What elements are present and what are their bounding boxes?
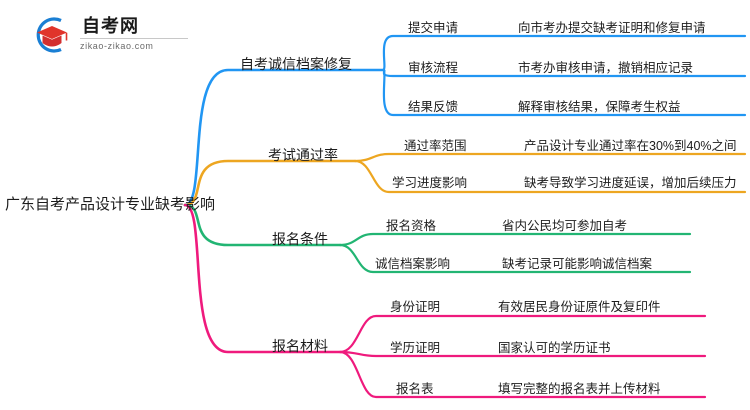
- graduation-cap-icon: [36, 17, 68, 53]
- branch-curve-3: [183, 203, 342, 354]
- sub-node-title-3-1: 学历证明: [390, 341, 441, 355]
- root-node-label: 广东自考产品设计专业缺考影响: [5, 196, 216, 213]
- sub-node-title-0-0: 提交申请: [408, 21, 459, 35]
- sub-node-desc-1-0: 产品设计专业通过率在30%到40%之间: [524, 139, 737, 153]
- sub-node-desc-3-1: 国家认可的学历证书: [498, 341, 611, 355]
- sub-node-desc-2-1: 缺考记录可能影响诚信档案: [502, 257, 653, 271]
- sub-node-desc-3-2: 填写完整的报名表并上传材料: [498, 382, 661, 396]
- sub-node-desc-1-1: 缺考导致学习进度延误，增加后续压力: [524, 176, 737, 190]
- sub-node-desc-0-0: 向市考办提交缺考证明和修复申请: [518, 21, 706, 35]
- branch-curve-0: [183, 68, 385, 207]
- sub-node-desc-0-2: 解释审核结果，保障考生权益: [518, 100, 681, 114]
- logo-site-url: zikao-zikao.com: [80, 41, 154, 51]
- branch-label-1: 考试通过率: [268, 147, 338, 163]
- sub-node-title-1-1: 学习进度影响: [392, 176, 468, 190]
- sub-node-title-2-0: 报名资格: [386, 219, 437, 233]
- sub-node-desc-0-1: 市考办审核申请，撤销相应记录: [518, 61, 694, 75]
- sub-node-title-1-0: 通过率范围: [404, 139, 467, 153]
- sub-node-title-3-0: 身份证明: [390, 300, 441, 314]
- sub-node-title-2-1: 诚信档案影响: [375, 257, 451, 271]
- subbranch-curve-2-0: [338, 232, 692, 247]
- logo-divider: [80, 38, 188, 39]
- branch-label-0: 自考诚信档案修复: [240, 56, 352, 72]
- sub-node-title-0-2: 结果反馈: [408, 100, 459, 114]
- logo-text: 自考网 zikao-zikao.com: [80, 15, 192, 52]
- logo-site-name: 自考网: [82, 16, 139, 36]
- branch-label-2: 报名条件: [272, 231, 328, 247]
- subbranch-curve-1-0: [353, 152, 747, 163]
- sub-node-title-0-1: 审核流程: [408, 61, 459, 75]
- sub-node-desc-2-0: 省内公民均可参加自考: [502, 219, 628, 233]
- sub-node-desc-3-0: 有效居民身份证原件及复印件: [498, 300, 661, 314]
- sub-node-title-3-2: 报名表: [396, 382, 434, 396]
- site-logo: 自考网 zikao-zikao.com: [30, 13, 190, 57]
- branch-label-3: 报名材料: [272, 338, 328, 354]
